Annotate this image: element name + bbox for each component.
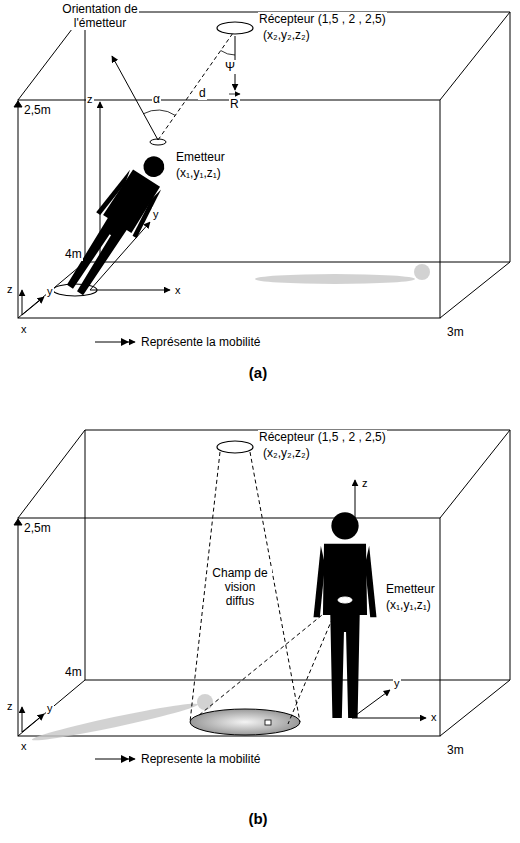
axis [352, 718, 426, 719]
axis-label: x [20, 322, 28, 336]
panel-label: (b) [247, 812, 268, 826]
distance-symbol: d [198, 86, 207, 100]
distance-line [158, 33, 233, 140]
axis-label: y [393, 676, 401, 690]
axis-label: y [46, 284, 54, 298]
mobility-arrow [121, 755, 129, 763]
shadow [31, 694, 213, 745]
receiver-coordinates: (x₂,y₂,z₂) [262, 28, 311, 42]
emitter-label: Emetteur [385, 582, 436, 596]
reflection-element [265, 720, 271, 725]
axis [90, 290, 170, 291]
orientation-label: Orientation de l'émetteur [61, 2, 139, 30]
height-dimension: 2,5m [23, 521, 52, 535]
axis-label: x [430, 710, 438, 724]
axis-label: x [174, 283, 182, 297]
emitter-coordinates: (x₁,y₁,z₁) [385, 598, 432, 612]
person [55, 145, 180, 303]
shadow [255, 264, 430, 284]
axis [22, 290, 23, 315]
axis-label: y [46, 701, 54, 715]
mobility-legend: Represente la mobilité [140, 752, 261, 766]
mobility-legend: Représente la mobilité [140, 335, 261, 349]
room-edge [18, 518, 440, 736]
axis [22, 714, 44, 732]
receiver-label: Récepteur (1,5 , 2 , 2,5) [258, 430, 387, 444]
panel-label: (a) [248, 366, 268, 380]
room-edge [18, 430, 510, 736]
receiver-label: Récepteur (1,5 , 2 , 2,5) [258, 12, 387, 26]
depth-dimension: 4m [64, 665, 83, 679]
vector-symbol: R [229, 97, 240, 111]
height-arrow [14, 101, 22, 107]
angle-arc [144, 110, 176, 115]
axis-label: z [6, 699, 14, 713]
axis-label: z [6, 282, 14, 296]
axis-label: y [152, 207, 160, 221]
angle-arc [221, 51, 235, 56]
axis-label: z [361, 476, 369, 490]
emitter-coordinates: (x₁,y₁,z₁) [175, 166, 222, 180]
emitter-label: Emetteur [175, 150, 226, 164]
room-edge [18, 100, 440, 318]
depth-dimension: 4m [64, 247, 83, 261]
receiver-coordinates: (x₂,y₂,z₂) [262, 446, 311, 460]
emitter [338, 597, 352, 603]
vector-bar [229, 94, 240, 95]
height-arrow [14, 519, 22, 525]
angle-symbol: Ψ [224, 60, 236, 74]
diffuse-ray [198, 602, 338, 716]
axis [22, 707, 23, 732]
room-edge [18, 12, 510, 318]
axis [352, 690, 390, 718]
field-of-view-label: Champ de vision diffus [208, 566, 272, 608]
receiver [217, 22, 253, 34]
room [14, 430, 510, 736]
width-dimension: 3m [446, 325, 465, 339]
axis-label: z [86, 92, 94, 106]
axis [355, 480, 356, 528]
person [314, 512, 377, 718]
receiver [217, 441, 253, 453]
axis [22, 297, 44, 315]
angle-symbol: α [152, 92, 161, 106]
axis-label: x [20, 739, 28, 753]
floor-spot [190, 709, 300, 735]
width-dimension: 3m [446, 743, 465, 757]
mobility-arrow [121, 338, 129, 346]
room [14, 12, 510, 318]
height-dimension: 2,5m [23, 103, 52, 117]
